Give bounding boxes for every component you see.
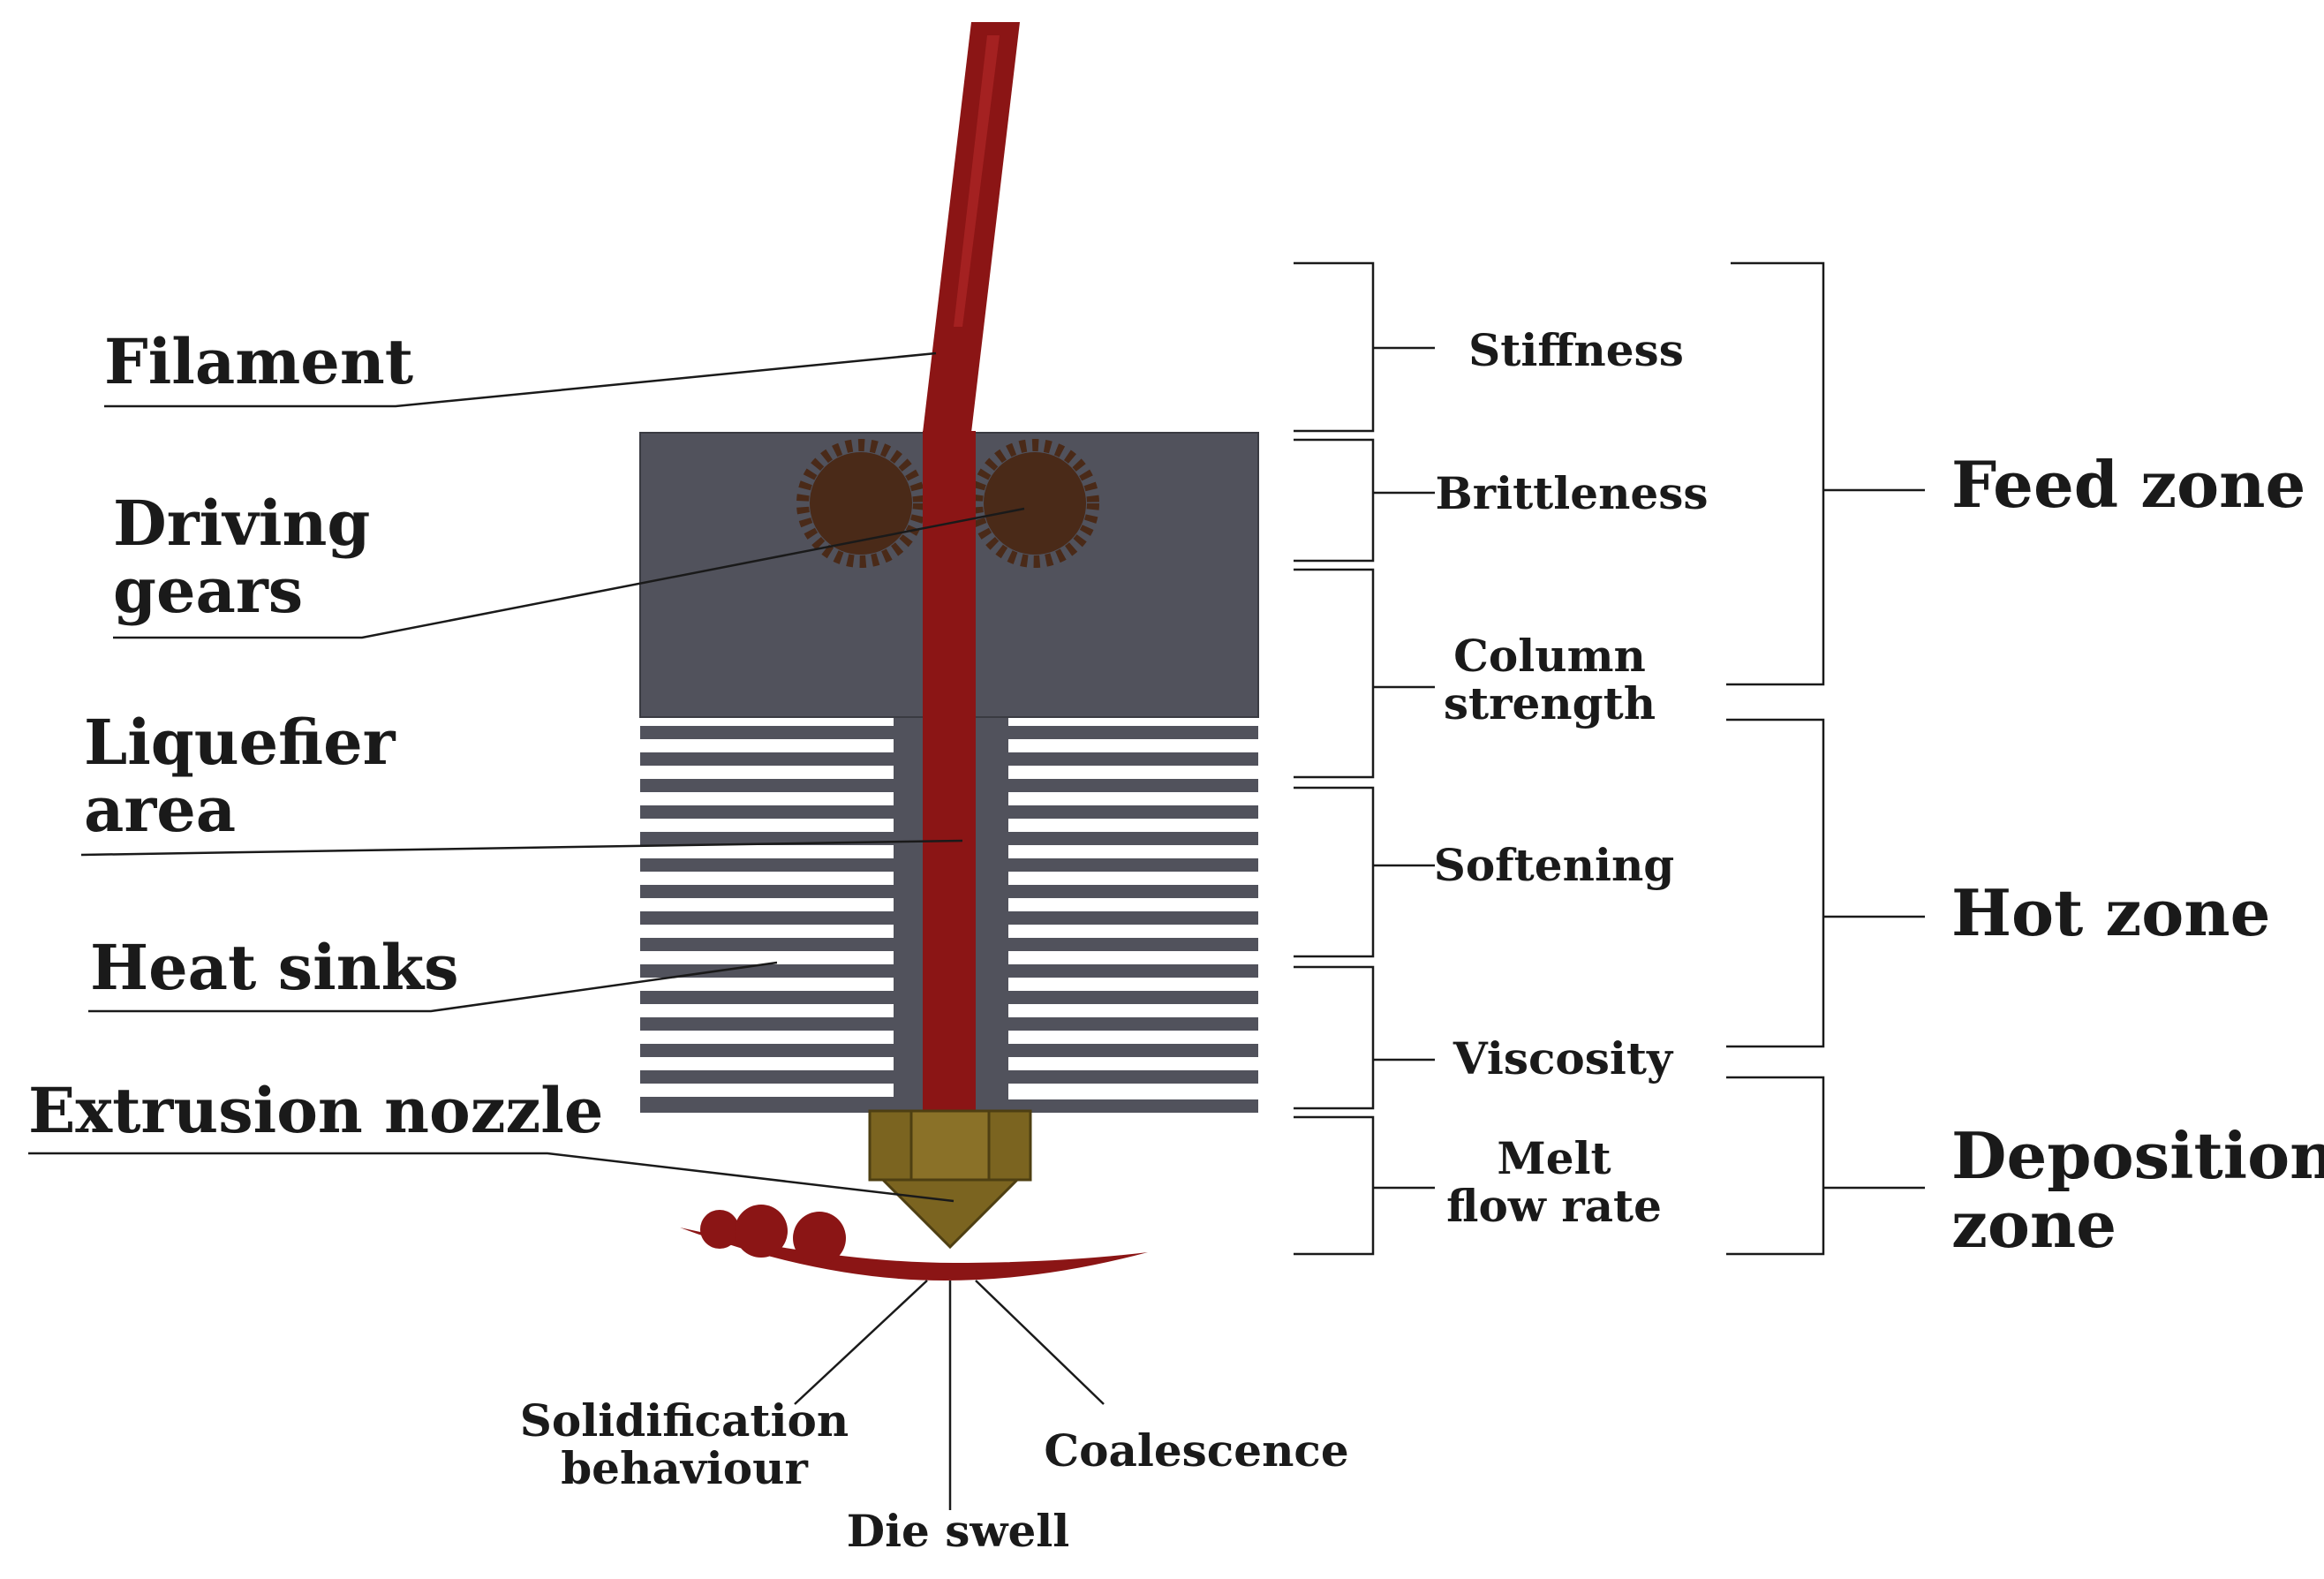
filament-highlight <box>954 35 1000 327</box>
label-melt-flow-rate: Melt flow rate <box>1446 1132 1662 1232</box>
label-heat-sinks: Heat sinks <box>90 931 459 1004</box>
deposited-bead <box>680 1228 1148 1281</box>
label-coalescence: Coalescence <box>1044 1424 1349 1477</box>
bracket-viscosity <box>1294 965 1375 1110</box>
label-solidification-behaviour: Solidification behaviour <box>519 1394 849 1494</box>
coalescence-leader <box>975 1280 1105 1405</box>
label-die-swell: Die swell <box>846 1505 1070 1557</box>
label-softening: Softening <box>1433 839 1675 891</box>
bead-blob-1 <box>700 1210 739 1249</box>
filament-leader <box>104 351 937 408</box>
bracket-column-strength <box>1294 568 1375 779</box>
filament-in-block <box>923 431 976 1111</box>
label-viscosity: Viscosity <box>1452 1032 1673 1084</box>
part-leader-lines <box>28 351 1025 1203</box>
bracket-softening <box>1294 786 1375 958</box>
driving-gear-left <box>796 439 925 568</box>
bracket-melt-flow <box>1294 1115 1375 1256</box>
bracket-feed-zone <box>1726 261 1825 686</box>
output-leader-lines <box>794 1280 1105 1510</box>
bracket-hot-zone <box>1726 718 1825 1048</box>
nozzle-tip <box>879 1178 1021 1250</box>
solidification-leader <box>794 1280 928 1405</box>
label-hot-zone: Hot zone <box>1951 875 2271 950</box>
gears-leader <box>113 507 1025 639</box>
label-driving-gears: Driving gears <box>113 487 371 627</box>
label-extrusion-nozzle: Extrusion nozzle <box>28 1074 604 1147</box>
bracket-brittleness <box>1294 438 1375 563</box>
zone-brackets <box>1726 261 1925 1256</box>
bead-blob-3 <box>793 1212 846 1265</box>
label-stiffness: Stiffness <box>1468 324 1684 376</box>
label-column-strength: Column strength <box>1443 630 1656 729</box>
driving-gear-right <box>970 439 1099 568</box>
label-brittleness: Brittleness <box>1435 467 1709 519</box>
heatsink-leader <box>88 961 778 1013</box>
nozzle-leader <box>28 1152 954 1203</box>
label-deposition-zone: Deposition zone <box>1951 1118 2324 1262</box>
bracket-deposition-zone <box>1726 1076 1825 1256</box>
bead-blob-2 <box>735 1205 788 1258</box>
label-filament: Filament <box>104 325 414 398</box>
bracket-stiffness <box>1294 261 1375 433</box>
liquefier-leader <box>80 839 963 857</box>
label-feed-zone: Feed zone <box>1951 447 2306 522</box>
label-liquefier-area: Liquefier area <box>84 706 396 846</box>
heat-sink-fins <box>640 715 1258 1113</box>
property-brackets <box>1294 261 1435 1256</box>
